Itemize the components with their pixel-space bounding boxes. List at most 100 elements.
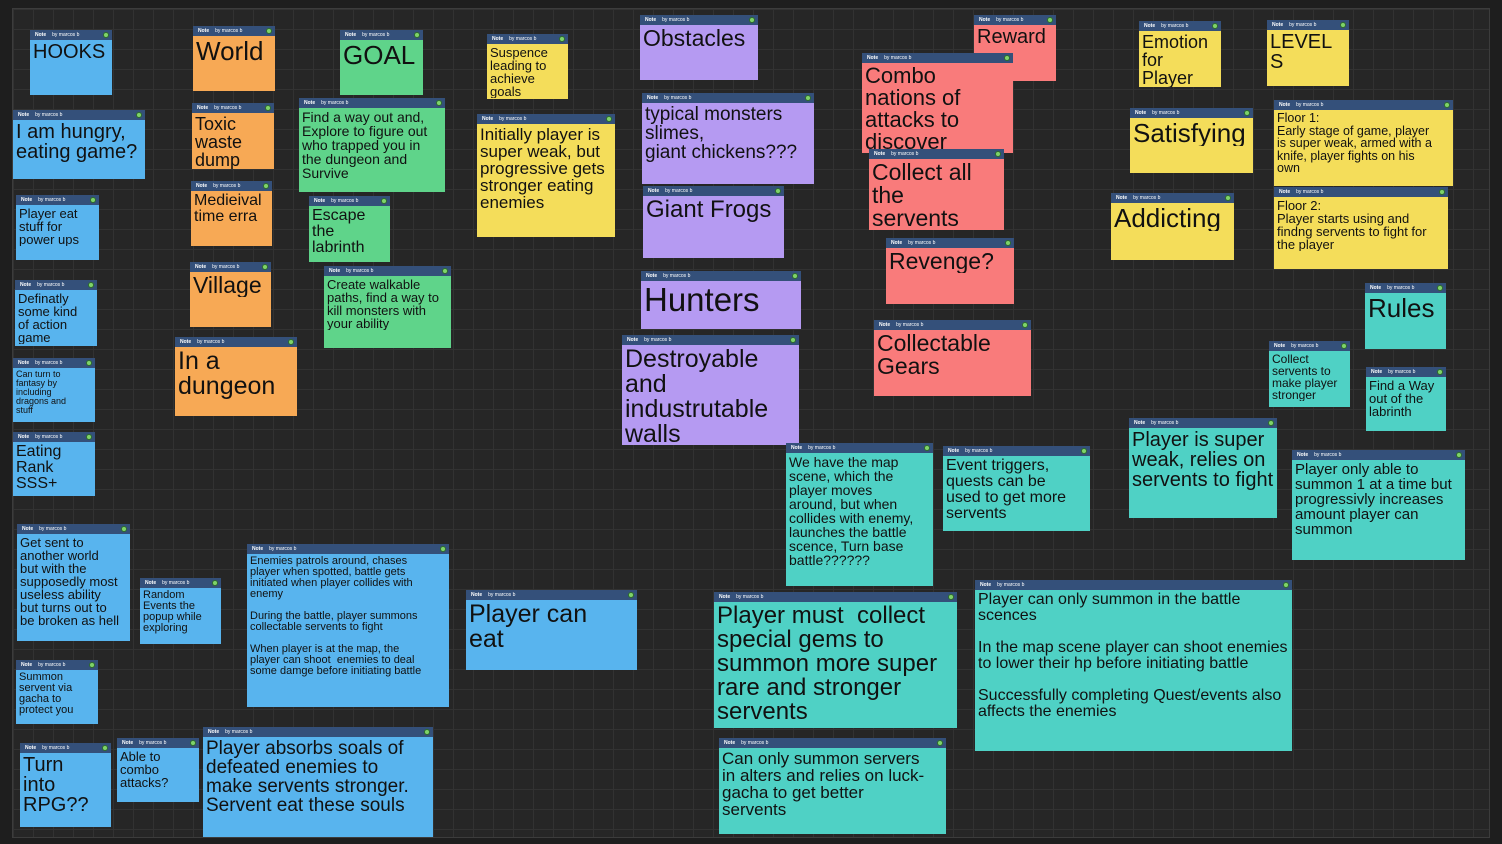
note-info-icon[interactable] — [436, 100, 442, 106]
note-info-icon[interactable] — [102, 745, 108, 751]
note-info-icon[interactable] — [1081, 448, 1087, 454]
note-info-icon[interactable] — [1047, 17, 1053, 23]
note-info-icon[interactable] — [262, 264, 268, 270]
note-info-icon[interactable] — [266, 28, 272, 34]
note-info-icon[interactable] — [86, 360, 92, 366]
note-info-icon[interactable] — [136, 112, 142, 118]
note-info-icon[interactable] — [792, 273, 798, 279]
note-info-icon[interactable] — [1268, 420, 1274, 426]
note-info-icon[interactable] — [265, 105, 271, 111]
note-info-icon[interactable] — [1283, 582, 1289, 588]
note-info-icon[interactable] — [424, 729, 430, 735]
note-info-icon[interactable] — [1444, 102, 1450, 108]
note-info-icon[interactable] — [924, 445, 930, 451]
note-info-icon[interactable] — [749, 17, 755, 23]
note-info-icon[interactable] — [89, 662, 95, 668]
note-info-icon[interactable] — [1225, 195, 1231, 201]
note-info-icon[interactable] — [90, 197, 96, 203]
note-info-icon[interactable] — [995, 151, 1001, 157]
note-info-icon[interactable] — [381, 198, 387, 204]
note-info-icon[interactable] — [628, 592, 634, 598]
note-info-icon[interactable] — [1005, 240, 1011, 246]
note-info-icon[interactable] — [1004, 55, 1010, 61]
note-info-icon[interactable] — [775, 188, 781, 194]
note-info-icon[interactable] — [212, 580, 218, 586]
note-info-icon[interactable] — [1437, 285, 1443, 291]
note-info-icon[interactable] — [1439, 189, 1445, 195]
note-info-icon[interactable] — [1437, 369, 1443, 375]
note-info-icon[interactable] — [1340, 22, 1346, 28]
note-info-icon[interactable] — [86, 434, 92, 440]
note-info-icon[interactable] — [288, 339, 294, 345]
note-info-icon[interactable] — [1341, 343, 1347, 349]
note-info-icon[interactable] — [263, 183, 269, 189]
note-info-icon[interactable] — [559, 36, 565, 42]
note-info-icon[interactable] — [1022, 322, 1028, 328]
note-info-icon[interactable] — [790, 337, 796, 343]
note-info-icon[interactable] — [805, 95, 811, 101]
note-info-icon[interactable] — [440, 546, 446, 552]
note-info-icon[interactable] — [948, 594, 954, 600]
note-info-icon[interactable] — [1456, 452, 1462, 458]
note-info-icon[interactable] — [606, 116, 612, 122]
note-info-icon[interactable] — [103, 32, 109, 38]
note-info-icon[interactable] — [88, 282, 94, 288]
note-info-icon[interactable] — [190, 740, 196, 746]
note-info-icon[interactable] — [121, 526, 127, 532]
note-info-icon[interactable] — [937, 740, 943, 746]
note-info-icon[interactable] — [1212, 23, 1218, 29]
note-info-icon[interactable] — [1244, 110, 1250, 116]
